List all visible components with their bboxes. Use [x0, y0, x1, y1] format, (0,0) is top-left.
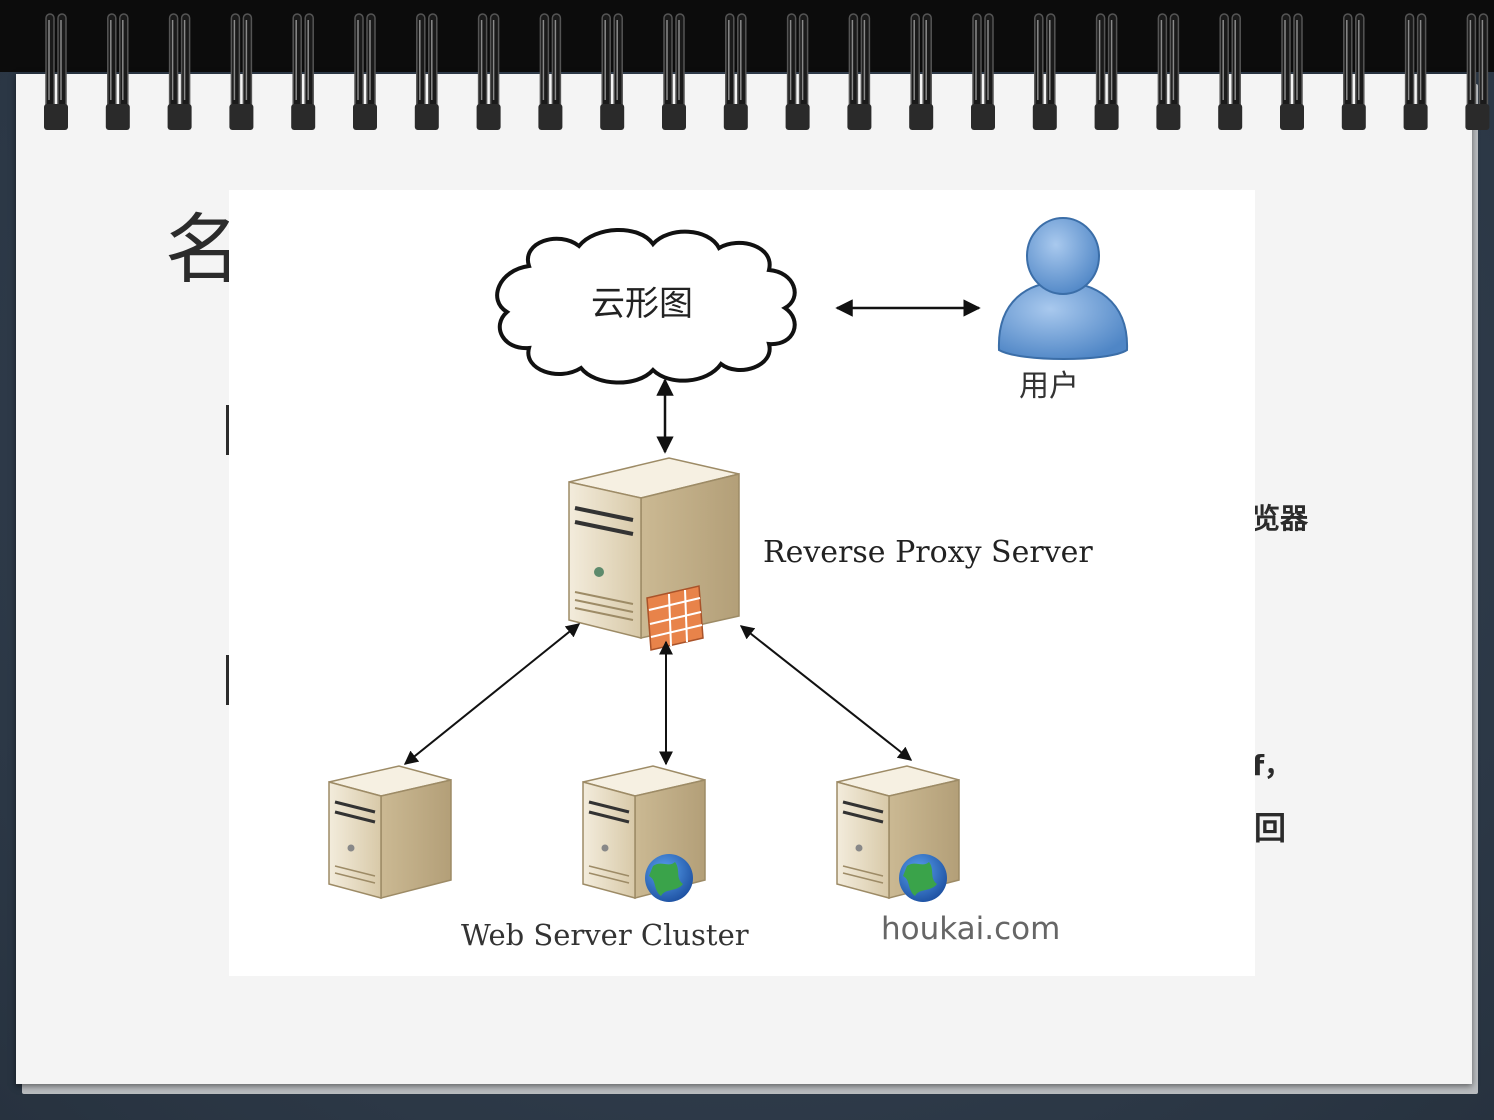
- spiral-ring-icon: [1032, 13, 1057, 130]
- spiral-ring-icon: [1465, 13, 1490, 130]
- domain-watermark: houkai.com: [881, 911, 1061, 947]
- cloud-icon: [495, 228, 797, 385]
- spiral-ring-icon: [1280, 13, 1304, 130]
- spiral-rings: [44, 13, 1490, 130]
- firewall-icon: [646, 585, 704, 651]
- reverse-proxy-diagram: 云形图 用户 Reverse Proxy Server Web Server C…: [229, 190, 1255, 976]
- spiral-ring-icon: [353, 13, 377, 130]
- web-server-cluster-label: Web Server Cluster: [461, 918, 749, 952]
- spiral-ring-icon: [167, 13, 192, 130]
- spiral-ring-icon: [1094, 13, 1119, 130]
- spiral-ring-icon: [44, 13, 68, 130]
- proxy-server3-arrow: [739, 625, 913, 761]
- spiral-ring-icon: [229, 13, 254, 130]
- globe-icon: [645, 854, 693, 902]
- spiral-ring-icon: [600, 13, 625, 130]
- spiral-ring-icon: [662, 13, 686, 130]
- spiral-ring-icon: [538, 13, 563, 130]
- spiral-ring-icon: [1403, 13, 1428, 130]
- spiral-ring-icon: [1156, 13, 1181, 130]
- spiral-ring-icon: [847, 13, 872, 130]
- diagram-canvas: [328, 217, 1129, 902]
- proxy-server1-arrow: [403, 623, 581, 765]
- spiral-ring-icon: [785, 13, 810, 130]
- user-label: 用户: [1019, 369, 1079, 404]
- body-text-fragment: 览器: [1252, 502, 1309, 535]
- spiral-ring-icon: [971, 13, 995, 130]
- spiral-ring-icon: [1341, 13, 1366, 130]
- globe-icon: [899, 854, 947, 902]
- slide-title: 名: [165, 205, 241, 294]
- spiral-ring-icon: [723, 13, 748, 130]
- user-icon: [997, 217, 1129, 360]
- cloud-label: 云形图: [591, 284, 693, 324]
- spiral-ring-icon: [476, 13, 501, 130]
- spiral-ring-icon: [414, 13, 439, 130]
- body-text-fragment: 回: [1254, 809, 1287, 847]
- spiral-ring-icon: [1218, 13, 1243, 130]
- spiral-ring-icon: [291, 13, 316, 130]
- spiral-ring-icon: [105, 13, 130, 130]
- spiral-ring-icon: [909, 13, 934, 130]
- server-icon: [328, 765, 452, 899]
- body-text-fragment: f，: [1252, 749, 1293, 782]
- proxy-server-label: Reverse Proxy Server: [763, 535, 1093, 570]
